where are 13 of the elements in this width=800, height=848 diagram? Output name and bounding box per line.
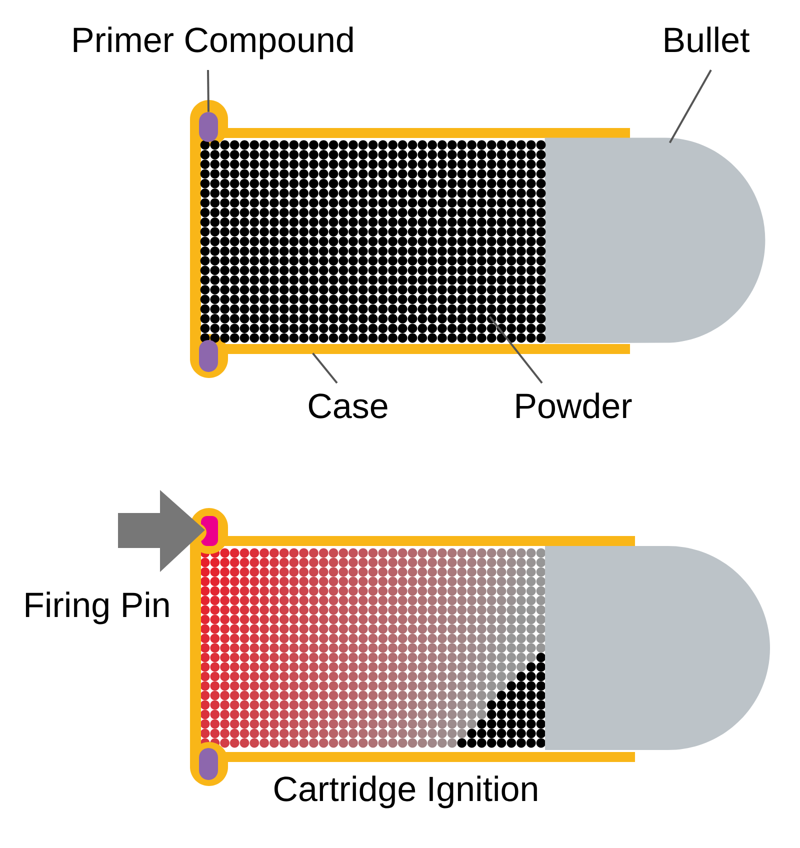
part-label: Bullet	[665, 26, 750, 52]
part-label: Case	[308, 394, 388, 418]
caption-text: Cartridge Ignition	[274, 776, 537, 808]
leader-line	[312, 352, 338, 384]
part-label: Powder	[516, 392, 632, 418]
bullet	[544, 138, 766, 344]
leader-line	[489, 316, 543, 384]
powder-drawing	[200, 140, 546, 343]
leader-line	[668, 70, 712, 144]
part-label: Primer Compound	[74, 26, 353, 60]
part-label: Firing Pin	[26, 592, 169, 624]
leader-line	[207, 70, 210, 112]
primer	[199, 112, 218, 142]
